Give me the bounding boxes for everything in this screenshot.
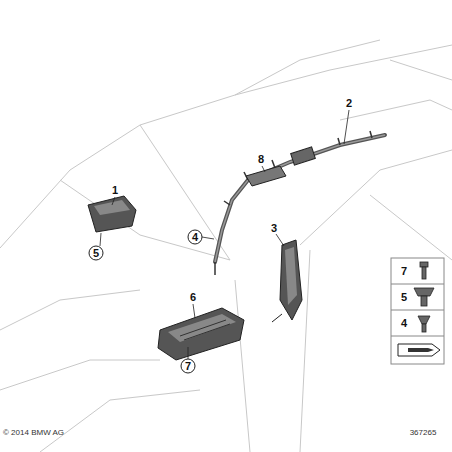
callout-number: 6	[190, 291, 196, 303]
callout-number: 5	[93, 247, 99, 259]
callout-number: 4	[192, 231, 198, 243]
copyright-note: © 2014 BMW AG	[3, 427, 64, 439]
drawing-number: 367265	[410, 427, 437, 439]
callout-number: 7	[401, 265, 407, 277]
callout-number: 3	[271, 222, 277, 234]
callout-number: 4	[401, 317, 407, 329]
callout-number: 8	[258, 153, 264, 165]
callout-number: 2	[346, 97, 352, 109]
callout-number: 5	[401, 291, 407, 303]
callout-number: 1	[112, 184, 118, 196]
callout-number: 7	[185, 360, 191, 372]
